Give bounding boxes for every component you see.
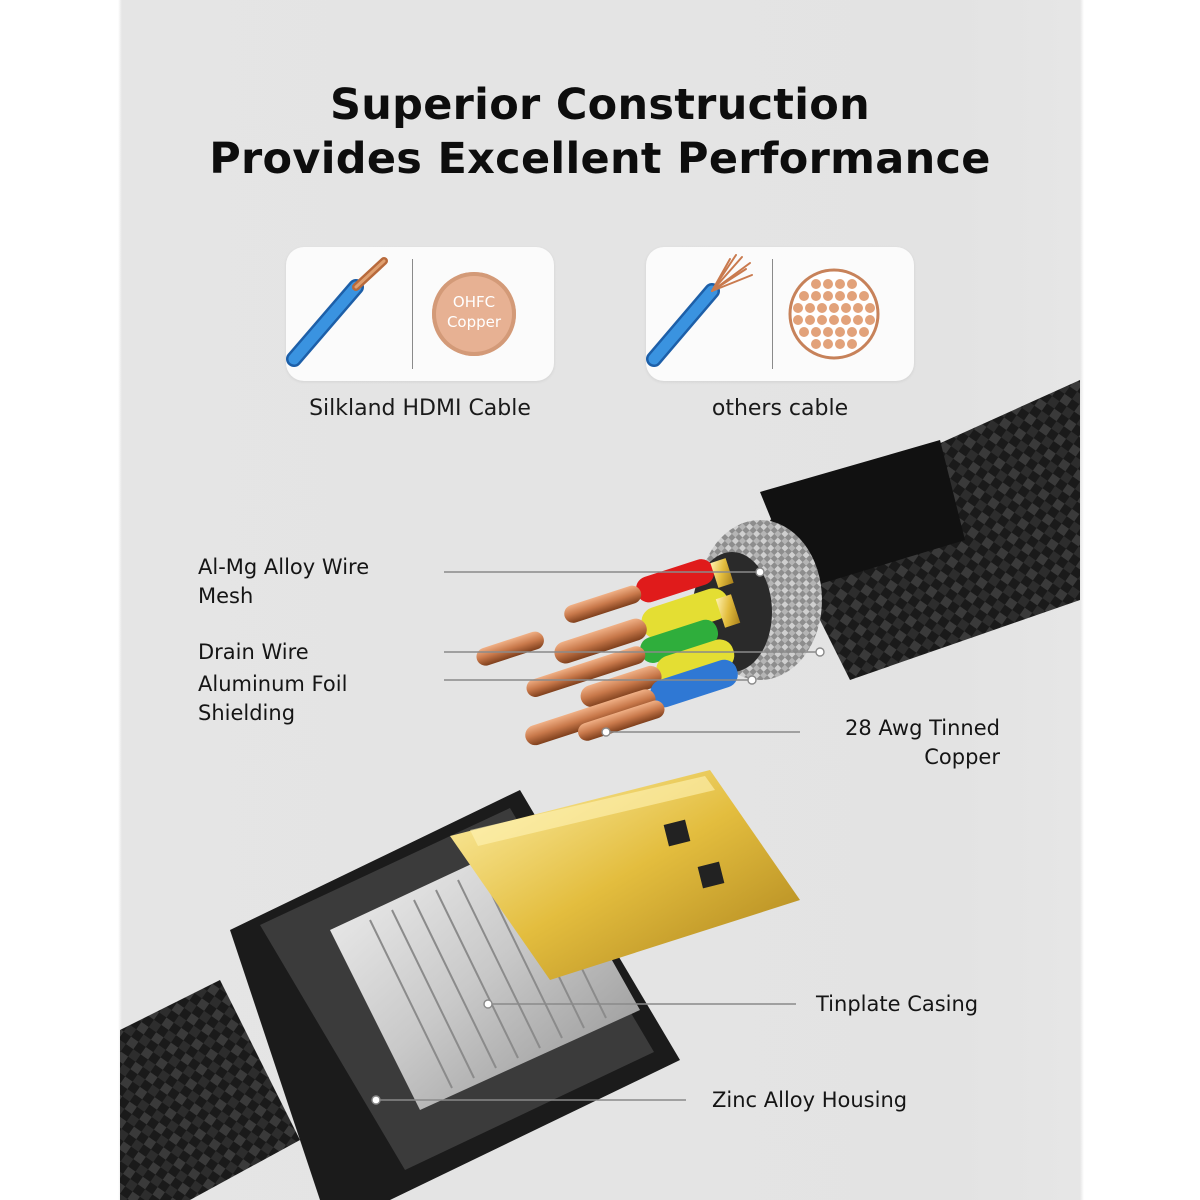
strand-dot (853, 315, 863, 325)
strand-dot (817, 315, 827, 325)
title-line-1: Superior Construction (329, 80, 871, 130)
label-foil: Aluminum Foil Shielding (198, 670, 347, 728)
label-tinplate-casing: Tinplate Casing (816, 992, 979, 1016)
strand-dot (817, 303, 827, 313)
solid-wire-icon (286, 257, 388, 367)
strand-dot (865, 315, 875, 325)
silkland-cable-card: OHFC Copper (286, 247, 554, 381)
strand-dot (805, 303, 815, 313)
strand-dot (811, 339, 821, 349)
strand-dot (835, 339, 845, 349)
strand-dot (841, 303, 851, 313)
strand-dot (865, 303, 875, 313)
label-mesh-line-2: Mesh (198, 584, 254, 608)
page-title: Superior Construction Provides Excellent… (120, 78, 1080, 186)
silkland-caption: Silkland HDMI Cable (309, 396, 531, 421)
strand-dot (835, 291, 845, 301)
card-divider (412, 259, 413, 369)
badge-line-2: Copper (446, 313, 502, 331)
cable-braid-jacket (760, 380, 1080, 680)
label-foil-line-2: Shielding (198, 701, 296, 725)
strand-dot (823, 291, 833, 301)
strand-dot (859, 291, 869, 301)
others-cable-card (646, 247, 914, 381)
label-drain-wire: Drain Wire (198, 640, 309, 664)
strand-dot (805, 315, 815, 325)
stranded-wire-icon (646, 254, 753, 367)
strand-dot (859, 327, 869, 337)
strand-dot (811, 327, 821, 337)
strand-dot (853, 303, 863, 313)
strand-dot (835, 327, 845, 337)
strand-dot (799, 291, 809, 301)
label-tinned-line-2: Copper (924, 745, 1000, 769)
label-mesh: Al-Mg Alloy Wire Mesh (198, 553, 369, 611)
label-tinned-copper: 28 Awg Tinned Copper (800, 714, 1000, 772)
ohfc-copper-badge: OHFC Copper (432, 272, 516, 356)
strand-dot (835, 279, 845, 289)
card-divider (772, 259, 773, 369)
strand-dot (847, 339, 857, 349)
strand-dot (841, 315, 851, 325)
strand-dot (829, 303, 839, 313)
inner-wires (476, 558, 741, 746)
badge-line-1: OHFC (452, 293, 496, 311)
strand-dot (793, 315, 803, 325)
hdmi-connector (120, 770, 800, 1200)
label-zinc-housing: Zinc Alloy Housing (712, 1088, 908, 1112)
strand-dot (829, 315, 839, 325)
strand-dot (811, 279, 821, 289)
others-caption: others cable (711, 396, 849, 421)
strand-dot (811, 291, 821, 301)
strand-dot (847, 291, 857, 301)
label-mesh-line-1: Al-Mg Alloy Wire (198, 555, 370, 579)
label-foil-line-1: Aluminum Foil (198, 672, 348, 696)
strand-dot (847, 327, 857, 337)
callout-lines (371, 567, 825, 1105)
strand-dot (823, 327, 833, 337)
strand-dot (823, 279, 833, 289)
strand-dot (799, 327, 809, 337)
strand-bundle-icon (788, 268, 880, 360)
strand-dot (793, 303, 803, 313)
strand-dot (823, 339, 833, 349)
strand-dot (847, 279, 857, 289)
label-tinned-line-1: 28 Awg Tinned (845, 716, 1000, 740)
title-line-2: Provides Excellent Performance (209, 134, 991, 184)
